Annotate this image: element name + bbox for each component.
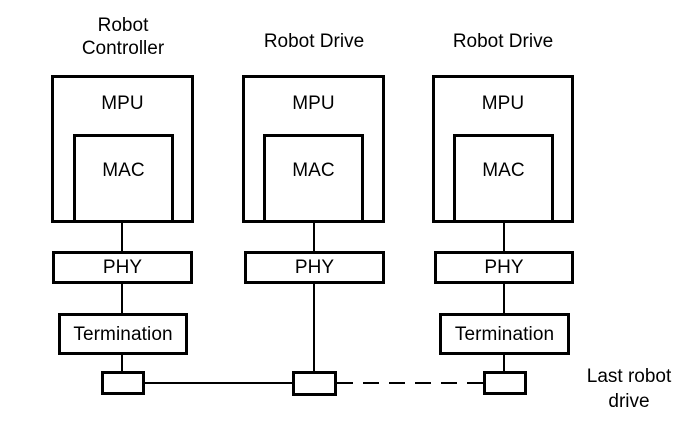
phy-label: PHY [484,257,524,278]
mac-label: MAC [102,160,145,181]
bus-connector-robot-drive-2 [483,371,527,395]
column-title-robot-controller: Robot Controller [81,15,165,59]
mac-box-robot-controller: MAC [73,134,174,223]
phy-box-robot-controller: PHY [52,251,193,284]
mpu-label: MPU [481,93,525,114]
phy-box-robot-drive-2: PHY [434,251,574,284]
mac-box-robot-drive-1: MAC [263,134,364,223]
termination-label: Termination [454,323,555,345]
termination-label: Termination [73,323,173,345]
mac-box-robot-drive-2: MAC [453,134,554,223]
column-title-robot-drive-1: Robot Drive [263,31,365,52]
mpu-label: MPU [292,93,335,114]
phy-label: PHY [294,257,335,278]
termination-box-robot-drive-2: Termination [439,313,570,355]
phy-box-robot-drive-1: PHY [244,251,385,284]
mpu-label: MPU [101,93,144,114]
lines-group [121,223,505,384]
last-robot-drive-note: Last robot drive [586,366,672,412]
bus-connector-robot-controller [101,371,145,395]
phy-label: PHY [102,257,143,278]
mac-label: MAC [292,160,335,181]
bus-connector-robot-drive-1 [292,371,337,396]
termination-box-robot-controller: Termination [58,313,188,355]
column-title-robot-drive-2: Robot Drive [452,31,554,52]
mac-label: MAC [482,160,525,181]
